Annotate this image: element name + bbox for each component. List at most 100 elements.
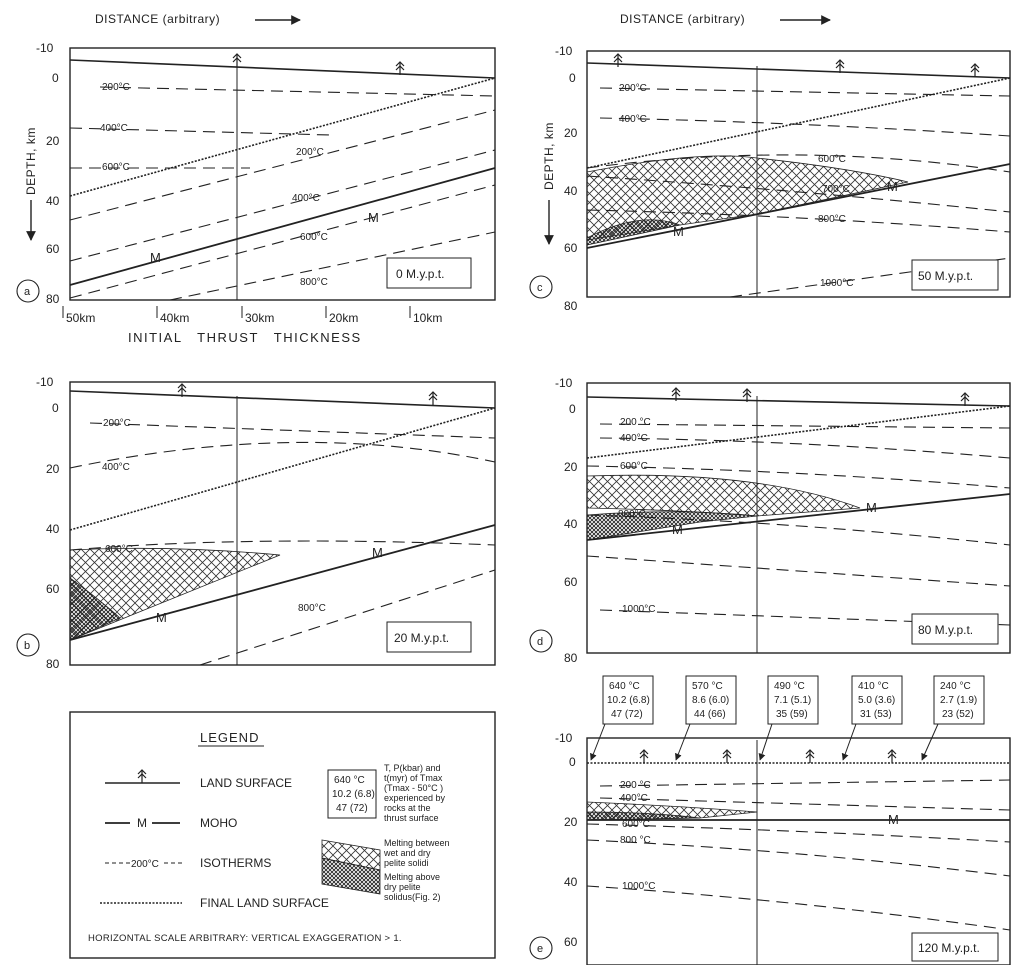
svg-text:600°C: 600°C [105, 544, 133, 555]
svg-text:800°C: 800°C [818, 214, 846, 225]
svg-text:600°C: 600°C [300, 232, 328, 243]
svg-text:47 (72): 47 (72) [336, 803, 368, 814]
panel-a-time-box [386, 257, 472, 289]
svg-text:47 (72): 47 (72) [611, 709, 643, 720]
svg-text:-10: -10 [555, 731, 573, 745]
svg-text:490 °C: 490 °C [774, 681, 805, 692]
svg-text:t(myr) of Tmax: t(myr) of Tmax [384, 773, 443, 783]
svg-text:10.2 (6.8): 10.2 (6.8) [607, 695, 650, 706]
svg-text:80: 80 [46, 657, 60, 671]
tree-icon [887, 749, 897, 764]
svg-text:800°C: 800°C [618, 509, 646, 520]
svg-text:M: M [156, 610, 167, 625]
depth-label-right: DEPTH, km [542, 122, 556, 190]
depth-label-left: DEPTH, km [24, 127, 38, 195]
tree-icon [395, 61, 405, 76]
svg-text:80: 80 [564, 299, 578, 313]
svg-text:200 °C: 200 °C [620, 417, 651, 428]
svg-text:thrust surface: thrust surface [384, 813, 439, 823]
svg-text:dry pelite: dry pelite [384, 882, 421, 892]
svg-text:60: 60 [46, 582, 60, 596]
svg-text:80: 80 [564, 651, 578, 665]
panel-b-time: 20 M.y.p.t. [394, 631, 449, 645]
svg-text:600°C: 600°C [102, 162, 130, 173]
svg-text:40km: 40km [160, 311, 189, 325]
svg-text:40: 40 [564, 184, 578, 198]
tree-icon [835, 59, 845, 74]
tree-icon [960, 392, 970, 407]
svg-text:800°C: 800°C [298, 603, 326, 614]
panel-a-moho [69, 167, 496, 286]
svg-text:400°C: 400°C [620, 433, 648, 444]
svg-text:200°C: 200°C [296, 147, 324, 158]
svg-text:2.7 (1.9): 2.7 (1.9) [940, 695, 977, 706]
svg-text:40: 40 [46, 194, 60, 208]
panel-a-land-surface [69, 59, 496, 79]
svg-text:640 °C: 640 °C [609, 681, 640, 692]
svg-text:35 (59): 35 (59) [776, 709, 808, 720]
panel-d-time: 80 M.y.p.t. [918, 623, 973, 637]
panel-a-y-ticks: -10 0 20 40 60 80 [36, 41, 60, 306]
svg-text:10.2 (6.8): 10.2 (6.8) [332, 789, 375, 800]
svg-text:40: 40 [564, 875, 578, 889]
svg-text:200°C: 200°C [102, 82, 130, 93]
svg-text:M: M [887, 179, 898, 194]
svg-text:Melting between: Melting between [384, 838, 450, 848]
panel-c-time: 50 M.y.p.t. [918, 269, 973, 283]
svg-text:M: M [368, 210, 379, 225]
svg-text:44 (66): 44 (66) [694, 709, 726, 720]
e-box-3: 410 °C 5.0 (3.6) 31 (53) [841, 675, 903, 761]
svg-text:experienced by: experienced by [384, 793, 446, 803]
svg-text:20: 20 [564, 815, 578, 829]
svg-text:200°C: 200°C [619, 83, 647, 94]
svg-text:0: 0 [569, 755, 576, 769]
svg-text:M: M [150, 250, 161, 265]
e-box-1: 570 °C 8.6 (6.0) 44 (66) [675, 675, 737, 761]
tree-icon [722, 749, 732, 764]
svg-text:pelite solidi: pelite solidi [384, 858, 429, 868]
panel-b: -10 0 20 40 60 80 200°C 400°C 600°C 800°… [16, 375, 496, 671]
svg-text:31 (53): 31 (53) [860, 709, 892, 720]
svg-text:7.1 (5.1): 7.1 (5.1) [774, 695, 811, 706]
panel-e-time: 120 M.y.p.t. [918, 941, 980, 955]
e-box-0: 640 °C 10.2 (6.8) 47 (72) [590, 675, 654, 761]
svg-text:T, P(kbar) and: T, P(kbar) and [384, 763, 441, 773]
e-box-4: 240 °C 2.7 (1.9) 23 (52) [921, 675, 985, 761]
svg-text:-10: -10 [36, 41, 54, 55]
svg-text:40: 40 [46, 522, 60, 536]
svg-text:M: M [866, 500, 877, 515]
svg-text:600°C: 600°C [818, 154, 846, 165]
svg-text:400°C: 400°C [102, 462, 130, 473]
svg-text:400°C: 400°C [619, 114, 647, 125]
svg-text:200°C: 200°C [103, 418, 131, 429]
svg-text:rocks at the: rocks at the [384, 803, 431, 813]
svg-text:0: 0 [52, 71, 59, 85]
svg-text:640 °C: 640 °C [334, 775, 365, 786]
svg-text:30km: 30km [245, 311, 274, 325]
distance-label-left: DISTANCE (arbitrary) [95, 12, 220, 26]
panel-d: -10 0 20 40 60 80 200 °C 400°C 600°C 800… [529, 376, 1011, 665]
svg-text:23 (52): 23 (52) [942, 709, 974, 720]
svg-text:-10: -10 [36, 375, 54, 389]
svg-text:10km: 10km [413, 311, 442, 325]
svg-text:800°C: 800°C [300, 277, 328, 288]
e-box-2: 490 °C 7.1 (5.1) 35 (59) [758, 675, 819, 761]
distance-label-right: DISTANCE (arbitrary) [620, 12, 745, 26]
land-surface-icon [137, 769, 147, 784]
tree-icon [970, 63, 980, 78]
svg-text:M: M [888, 812, 899, 827]
panel-e-letter: e [537, 943, 543, 955]
tree-icon [805, 749, 815, 764]
svg-text:700°C: 700°C [822, 184, 850, 195]
svg-text:200°C: 200°C [131, 859, 159, 870]
legend-footer: HORIZONTAL SCALE ARBITRARY: VERTICAL EXA… [88, 933, 402, 944]
legend-moho: MOHO [200, 816, 237, 830]
panel-a-letter: a [24, 286, 31, 298]
svg-text:M: M [672, 522, 683, 537]
svg-text:60: 60 [564, 575, 578, 589]
svg-text:50km: 50km [66, 311, 95, 325]
svg-text:M: M [137, 816, 147, 830]
legend-isotherms: ISOTHERMS [200, 856, 271, 870]
svg-text:400°C: 400°C [292, 193, 320, 204]
thickness-axis: 50km 40km 30km 20km 10km INITIAL THRUST … [62, 306, 442, 345]
